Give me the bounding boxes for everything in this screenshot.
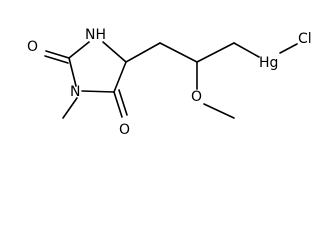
bond-ch2-ch (159, 42, 198, 63)
bond-c5-nh (102, 41, 127, 63)
bond-o-methyl (203, 103, 235, 119)
bond-ch-ch2hg (196, 42, 235, 63)
atom-nh: NH (85, 27, 106, 43)
atom-o-bottom: O (119, 122, 130, 138)
bond-c5-ch2 (125, 42, 161, 63)
bond-ch2-hg (233, 42, 260, 58)
atom-o-top: O (27, 39, 38, 55)
atom-n-ring: N (70, 84, 80, 100)
atom-o-methoxy: O (191, 89, 202, 105)
bond-c2-n (68, 57, 77, 87)
bond-c4-obottom-b (118, 89, 128, 116)
bond-n-methyl (62, 97, 78, 119)
bond-c4-obottom-a (113, 91, 123, 118)
bond-nh-c2 (68, 41, 90, 59)
bond-c4-c5 (113, 61, 127, 93)
atom-hg: Hg (259, 55, 278, 71)
structure-diagram: NH O N O O Hg Cl (27, 27, 312, 138)
bond-n-c4 (81, 90, 115, 93)
bonds (44, 41, 298, 119)
bond-hg-cl (279, 43, 298, 54)
bond-c2-otop-a (45, 50, 70, 59)
atom-labels: NH O N O O Hg Cl (27, 27, 312, 138)
atom-cl: Cl (298, 31, 312, 47)
bond-c2-otop-b (44, 55, 69, 64)
